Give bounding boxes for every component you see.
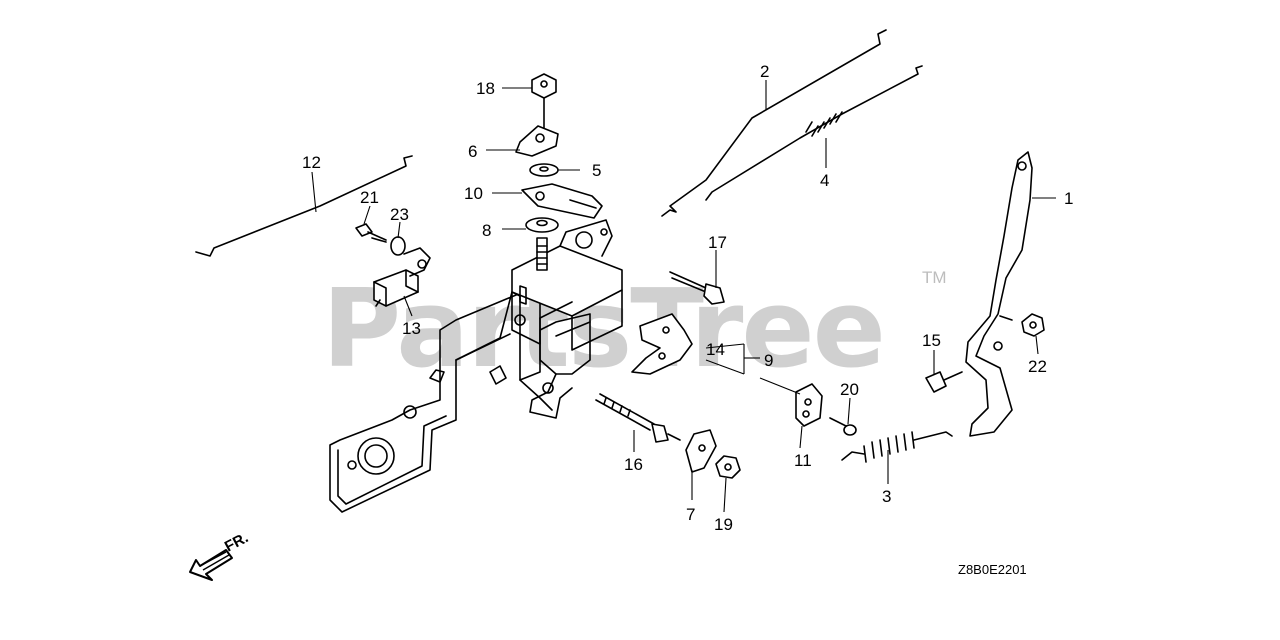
washer-8[interactable]: [525, 217, 559, 233]
callout-3[interactable]: 3: [882, 487, 891, 506]
callout-13[interactable]: 13: [402, 319, 421, 338]
callout-23[interactable]: 23: [390, 205, 409, 224]
washer-5[interactable]: [529, 163, 559, 177]
callout-7[interactable]: 7: [686, 505, 695, 524]
callout-19[interactable]: 19: [714, 515, 733, 534]
clip-11[interactable]: [795, 383, 823, 427]
main-bracket-plate[interactable]: [329, 289, 541, 513]
callout-labels: 1 2 3 4 5 6 7 8 9 10 11 12 13 14 15 16 1…: [302, 62, 1073, 534]
callout-1[interactable]: 1: [1064, 189, 1073, 208]
rod-2[interactable]: [661, 29, 887, 217]
callout-5[interactable]: 5: [592, 161, 601, 180]
bolt-17[interactable]: [669, 271, 725, 305]
screw-21[interactable]: [355, 223, 387, 243]
nut-18[interactable]: [531, 73, 557, 129]
washer-23[interactable]: [390, 236, 406, 256]
callout-9[interactable]: 9: [764, 351, 773, 370]
callout-8[interactable]: 8: [482, 221, 491, 240]
rod-spring-4[interactable]: [705, 65, 923, 201]
bracket-14[interactable]: [555, 313, 693, 375]
switch-13[interactable]: [373, 247, 431, 307]
control-lever-1[interactable]: [965, 151, 1033, 437]
callout-11[interactable]: 11: [794, 451, 812, 470]
lever-10[interactable]: [521, 183, 603, 219]
callout-15[interactable]: 15: [922, 331, 941, 350]
callout-12[interactable]: 12: [302, 153, 321, 172]
screw-20[interactable]: [829, 417, 857, 436]
plate-6[interactable]: [515, 125, 559, 157]
callout-20[interactable]: 20: [840, 380, 859, 399]
rod-12[interactable]: [195, 155, 413, 257]
nut-19[interactable]: [715, 455, 741, 479]
pivot-stud[interactable]: [536, 237, 548, 271]
callout-2[interactable]: 2: [760, 62, 769, 81]
callout-6[interactable]: 6: [468, 142, 477, 161]
callout-4[interactable]: 4: [820, 171, 829, 190]
block-7[interactable]: [685, 429, 717, 473]
callout-21[interactable]: 21: [360, 188, 379, 207]
trademark-mark: TM: [922, 268, 947, 287]
bolt-16[interactable]: [595, 393, 681, 443]
callout-10[interactable]: 10: [464, 184, 483, 203]
bolt-15[interactable]: [925, 371, 963, 393]
callout-16[interactable]: 16: [624, 455, 643, 474]
leader-lines: [311, 80, 1056, 513]
spring-3[interactable]: [841, 431, 953, 463]
diagram-code: Z8B0E2201: [958, 562, 1027, 577]
front-direction-indicator: FR.: [189, 529, 251, 581]
callout-14[interactable]: 14: [706, 340, 725, 359]
callout-22[interactable]: 22: [1028, 357, 1047, 376]
nut-22[interactable]: [1021, 313, 1045, 337]
callout-17[interactable]: 17: [708, 233, 727, 252]
callout-18[interactable]: 18: [476, 79, 495, 98]
